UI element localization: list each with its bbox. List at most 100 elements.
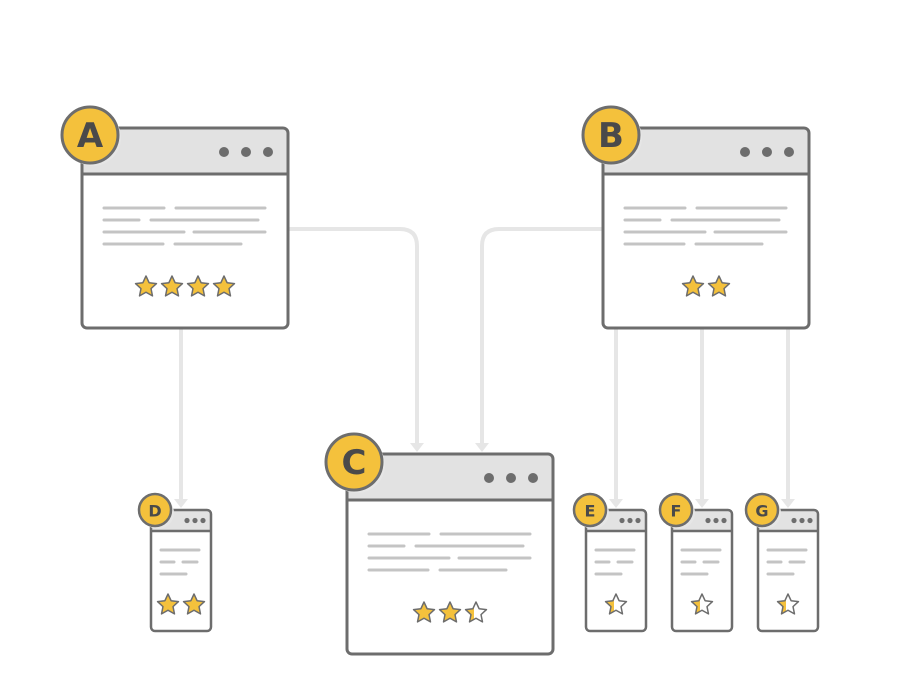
text-placeholder bbox=[594, 548, 636, 576]
text-placeholder bbox=[367, 532, 532, 572]
window-menu-dots-icon bbox=[484, 473, 538, 483]
star-full-icon bbox=[160, 275, 184, 297]
connector-b-e bbox=[609, 326, 623, 508]
badge-circle bbox=[137, 492, 173, 528]
star-full-icon bbox=[134, 275, 158, 297]
arrowhead-icon bbox=[174, 499, 188, 508]
dot bbox=[528, 473, 538, 483]
text-placeholder bbox=[159, 548, 201, 576]
dot bbox=[619, 517, 625, 524]
connector-b-c bbox=[475, 227, 605, 452]
dot bbox=[807, 517, 813, 524]
title-bar bbox=[603, 128, 809, 174]
window-frame bbox=[345, 452, 555, 656]
node-label: A bbox=[77, 116, 104, 156]
connector-line bbox=[480, 227, 605, 446]
dot bbox=[740, 147, 750, 157]
star-rating bbox=[776, 593, 800, 615]
node-badge-d: D bbox=[137, 492, 174, 529]
star-full-icon bbox=[681, 275, 705, 297]
dot bbox=[184, 517, 190, 524]
star-half-icon bbox=[776, 593, 800, 615]
dot bbox=[784, 147, 794, 157]
star-rating bbox=[681, 275, 731, 297]
dot bbox=[799, 517, 805, 524]
dot bbox=[705, 517, 711, 524]
node-label: E bbox=[585, 502, 596, 521]
window-b: B bbox=[581, 105, 811, 330]
dot bbox=[241, 147, 251, 157]
node-badge-b: B bbox=[581, 105, 642, 166]
nodes: A B C D E F G bbox=[60, 105, 820, 656]
dot bbox=[791, 517, 797, 524]
window-menu-dots-icon bbox=[184, 517, 206, 524]
window-menu-dots-icon bbox=[791, 517, 813, 524]
arrowhead-icon bbox=[609, 499, 623, 508]
window-body bbox=[82, 128, 288, 328]
node-label: F bbox=[671, 502, 682, 521]
dot bbox=[713, 517, 719, 524]
connectors bbox=[174, 227, 795, 508]
badge-circle bbox=[658, 492, 694, 528]
window-body bbox=[603, 128, 809, 328]
node-badge-e: E bbox=[572, 492, 609, 529]
star-half-icon bbox=[464, 601, 488, 623]
dot bbox=[200, 517, 206, 524]
dot bbox=[762, 147, 772, 157]
window-frame bbox=[80, 126, 290, 330]
badge-circle bbox=[744, 492, 780, 528]
badge-circle bbox=[572, 492, 608, 528]
arrowhead-icon bbox=[475, 443, 489, 452]
window-f: F bbox=[658, 492, 734, 633]
window-menu-dots-icon bbox=[219, 147, 273, 157]
star-half-icon bbox=[604, 593, 628, 615]
arrowhead-icon bbox=[410, 443, 424, 452]
connector-line bbox=[286, 227, 419, 446]
text-placeholder bbox=[623, 206, 788, 246]
dot bbox=[635, 517, 641, 524]
star-rating bbox=[134, 275, 236, 297]
title-bar bbox=[347, 454, 553, 500]
connector-a-d bbox=[174, 326, 188, 508]
node-badge-g: G bbox=[744, 492, 781, 529]
window-frame bbox=[670, 508, 734, 633]
node-badge-a: A bbox=[60, 105, 121, 166]
dot bbox=[721, 517, 727, 524]
window-e: E bbox=[572, 492, 648, 633]
dot bbox=[506, 473, 516, 483]
window-body bbox=[672, 510, 732, 631]
window-menu-dots-icon bbox=[619, 517, 641, 524]
dot bbox=[484, 473, 494, 483]
arrowhead-icon bbox=[781, 499, 795, 508]
node-badge-c: C bbox=[324, 432, 385, 493]
star-rating bbox=[604, 593, 628, 615]
window-a: A bbox=[60, 105, 290, 330]
connector-b-f bbox=[695, 326, 709, 508]
node-badge-f: F bbox=[658, 492, 695, 529]
window-menu-dots-icon bbox=[740, 147, 794, 157]
badge-circle bbox=[60, 105, 120, 165]
window-menu-dots-icon bbox=[705, 517, 727, 524]
node-label: G bbox=[755, 502, 768, 521]
star-rating bbox=[690, 593, 714, 615]
star-full-icon bbox=[186, 275, 210, 297]
badge-circle bbox=[581, 105, 641, 165]
star-full-icon bbox=[707, 275, 731, 297]
star-rating bbox=[156, 593, 206, 615]
star-full-icon bbox=[212, 275, 236, 297]
star-full-icon bbox=[156, 593, 180, 615]
node-label: D bbox=[148, 502, 161, 521]
star-full-icon bbox=[412, 601, 436, 623]
connector-a-c bbox=[286, 227, 424, 452]
arrowhead-icon bbox=[695, 499, 709, 508]
dot bbox=[627, 517, 633, 524]
star-half-icon bbox=[690, 593, 714, 615]
window-d: D bbox=[137, 492, 213, 633]
window-g: G bbox=[744, 492, 820, 633]
connector-b-g bbox=[781, 326, 795, 508]
badge-circle bbox=[324, 432, 384, 492]
text-placeholder bbox=[766, 548, 808, 576]
window-body bbox=[586, 510, 646, 631]
dot bbox=[192, 517, 198, 524]
